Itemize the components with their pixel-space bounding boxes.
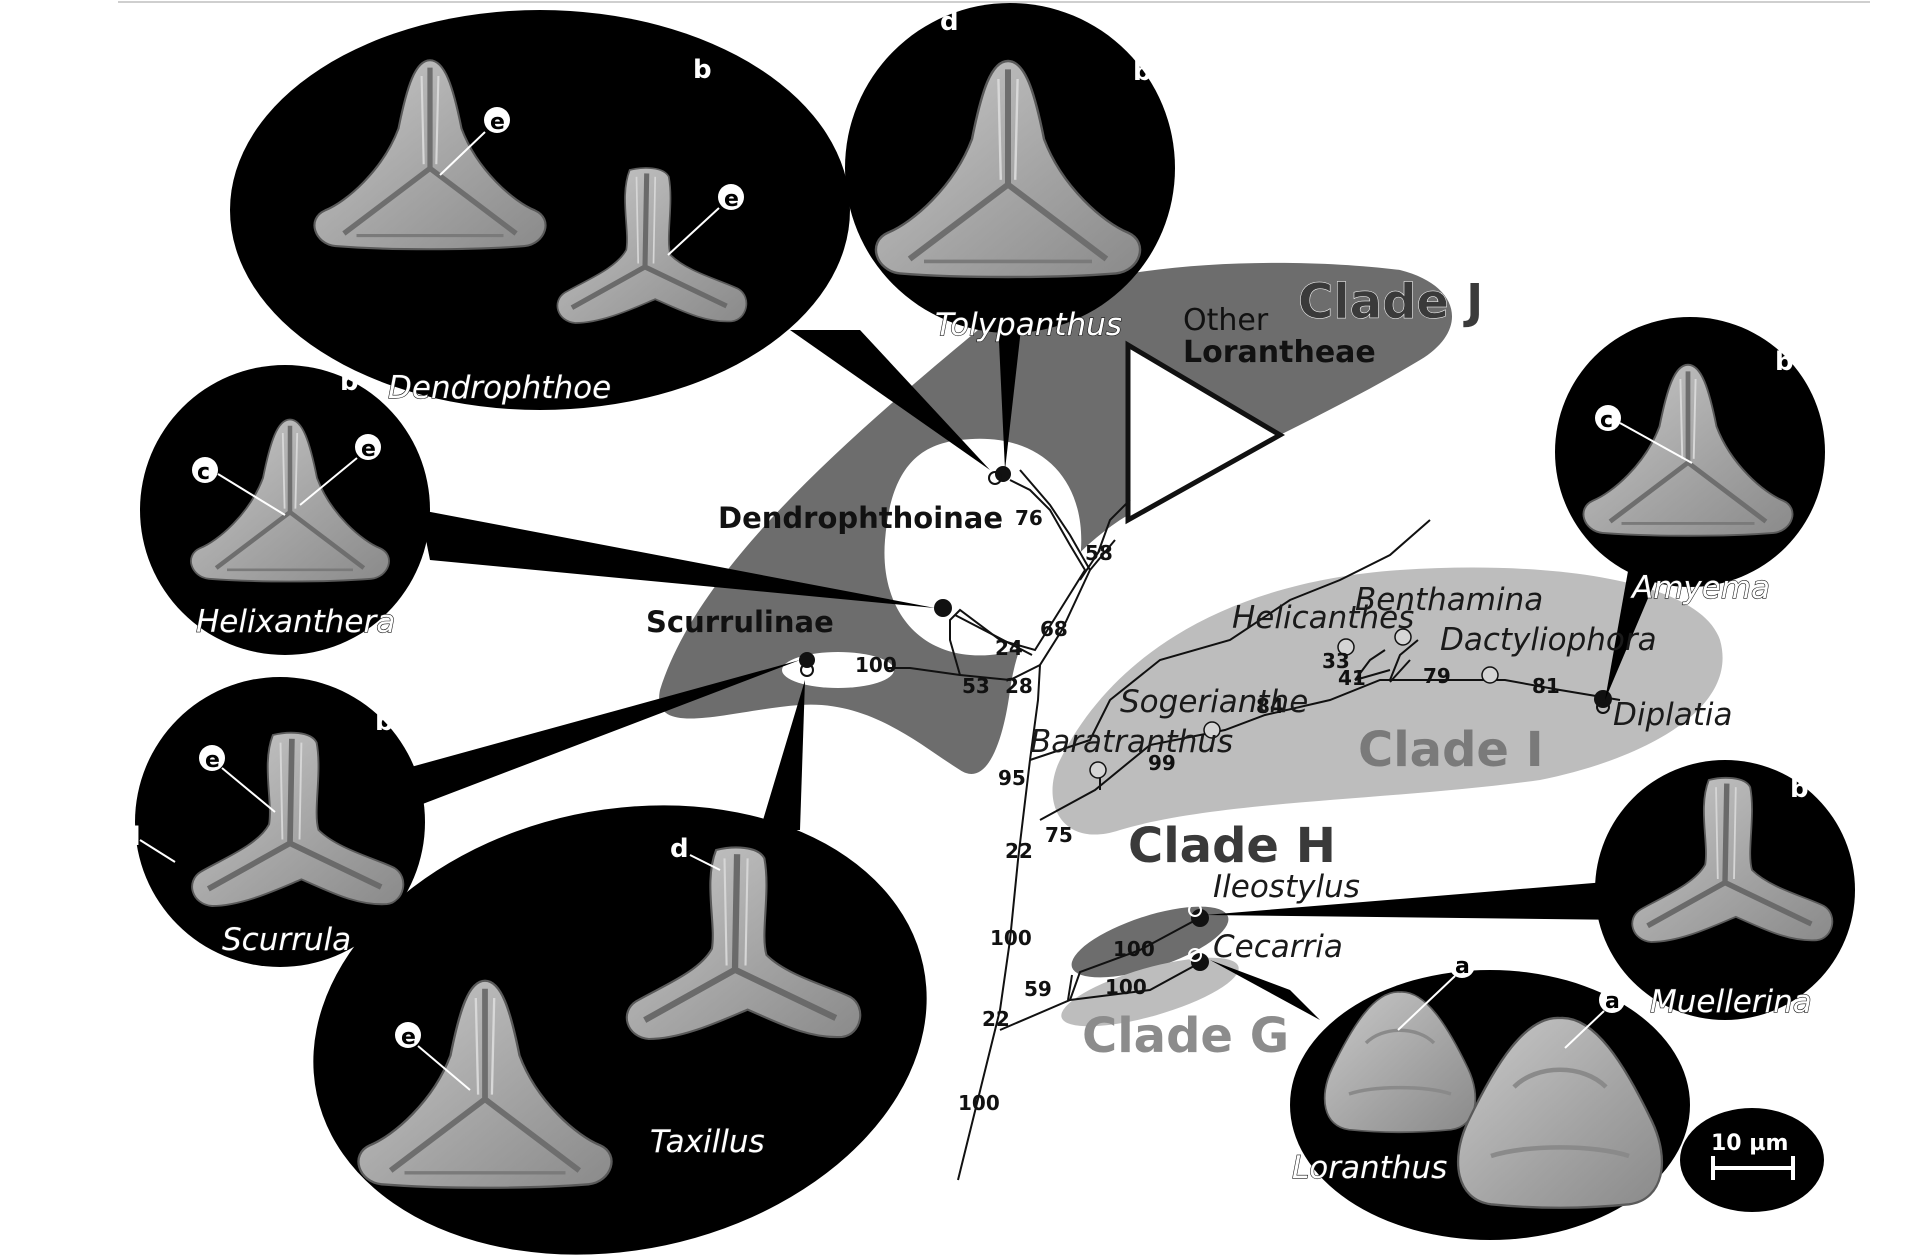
bootstrap-values: 100 76 58 68 24 28 53 95 75 22 99 84 33 … [855,506,1560,1115]
arrow-d-2 [689,854,721,871]
scale-bar [1711,1156,1795,1180]
marker-c-circle-1 [192,457,218,483]
other-lorantheae-line1: Other [1183,303,1269,338]
bootstrap-68: 68 [1040,617,1068,641]
marker-e-circle-1 [484,107,510,133]
bootstrap-33: 33 [1322,649,1350,673]
dendrophthoe-label-e-1: e [490,110,505,135]
bootstrap-84: 84 [1256,694,1284,718]
dendrophthoe-panel [230,10,850,410]
helixanthera-label-c: c [197,460,210,485]
clade-i-region [1052,567,1723,835]
sogerianthe-label: Sogerianthe [1120,684,1308,720]
scurrula-label-e: e [205,748,220,773]
amyema-label: Amyema [1630,570,1770,606]
bootstrap-100-clade-g: 100 [1105,975,1147,999]
scurrulinae-label: Scurrulinae [646,605,834,639]
arrow-e-1 [439,131,486,176]
bootstrap-41: 41 [1338,666,1366,690]
bootstrap-58: 58 [1085,541,1113,565]
scurrula-label-b: b [375,707,394,737]
marker-a-circle-2 [1599,987,1625,1013]
bootstrap-100-base: 100 [958,1091,1000,1115]
scurrula-label-d: d [122,822,141,852]
diplatia-label: Diplatia [1613,697,1733,733]
dendrophthoe-label-b: b [693,55,712,85]
clade-i-label: Clade I [1358,722,1544,778]
benthamina-label: Benthamina [1355,582,1543,618]
helicanthes-label: Helicanthes [1232,600,1414,636]
arrow-e-4 [221,767,276,813]
taxillus-label: Taxillus [650,1124,765,1160]
arrow-a-1 [1397,975,1456,1031]
other-lorantheae-triangle [1125,340,1286,525]
taxillus-label-b: b [905,857,924,887]
tolypanthus-label-d: d [940,7,959,37]
bootstrap-22-lower: 22 [982,1007,1010,1031]
taxillus-label-e: e [401,1025,416,1050]
scurrula-label: Scurrula [222,922,351,958]
bootstrap-24: 24 [995,636,1023,660]
bootstrap-100-clade-h: 100 [1113,937,1155,961]
loranthus-label-a-2: a [1605,989,1620,1014]
bootstrap-75: 75 [1045,823,1073,847]
bootstrap-100-mid: 100 [990,926,1032,950]
bootstrap-28: 28 [1005,674,1033,698]
marker-e-circle-4 [199,745,225,771]
loranthus-label-a-1: a [1455,954,1470,979]
helixanthera-label-e: e [361,437,376,462]
bootstrap-79: 79 [1423,664,1451,688]
tolypanthus-label: Tolypanthus [935,307,1122,343]
bootstrap-81: 81 [1532,674,1560,698]
bootstrap-95: 95 [998,766,1026,790]
helixanthera-label: Helixanthera [196,604,395,640]
dendrophthoe-label: Dendrophthoe [388,370,611,406]
tolypanthus-label-b: b [1133,57,1152,87]
callout-wedges [400,320,1660,1020]
arrow-e-2 [667,207,720,256]
clade-j-label: Clade J [1298,274,1484,330]
bootstrap-22-upper: 22 [1005,839,1033,863]
tree-terminals [799,466,1612,971]
clade-g-label: Clade G [1082,1008,1289,1064]
dactyliophora-label: Dactyliophora [1440,622,1657,658]
amyema-label-c: c [1600,408,1613,433]
ileostylus-label: Ileostylus [1213,869,1360,905]
arrow-d-1 [139,839,176,863]
loranthus-label-b-prime: b′ [1525,947,1551,977]
bootstrap-59: 59 [1024,977,1052,1001]
phylogenetic-tree [885,469,1621,1181]
loranthus-label: Loranthus [1292,1150,1447,1186]
arrow-a-2 [1564,1010,1605,1049]
dendrophthoinae-label: Dendrophthoinae [718,501,1003,535]
muellerina-label-b: b [1790,774,1809,804]
bootstrap-76: 76 [1015,506,1043,530]
marker-e-circle-3 [355,434,381,460]
scale-bar-panel [1680,1108,1824,1212]
marker-c-circle-2 [1595,405,1621,431]
baratranthus-label: Baratranthus [1030,724,1233,760]
arrow-e-3 [299,457,358,506]
clade-h-label: Clade H [1128,818,1336,874]
dendrophthoe-label-e-2: e [724,187,739,212]
clade-g-region [1061,957,1239,1027]
taxillus-label-d: d [670,834,689,864]
bootstrap-99: 99 [1148,751,1176,775]
marker-a-circle-1 [1449,952,1475,978]
marker-e-circle-5 [395,1022,421,1048]
cecarria-label: Cecarria [1213,929,1343,965]
helixanthera-label-b: b [340,367,359,397]
scale-bar-label: 10 µm [1711,1131,1788,1156]
muellerina-label: Muellerina [1650,984,1812,1020]
marker-e-circle-2 [718,184,744,210]
arrow-c-1 [217,473,286,516]
bootstrap-53: 53 [962,674,990,698]
amyema-label-b: b [1775,347,1794,377]
arrow-e-5 [417,1045,471,1091]
other-lorantheae-line2: Lorantheae [1183,335,1376,370]
arrow-c-2 [1619,422,1693,464]
bootstrap-100-scurrulinae: 100 [855,653,897,677]
